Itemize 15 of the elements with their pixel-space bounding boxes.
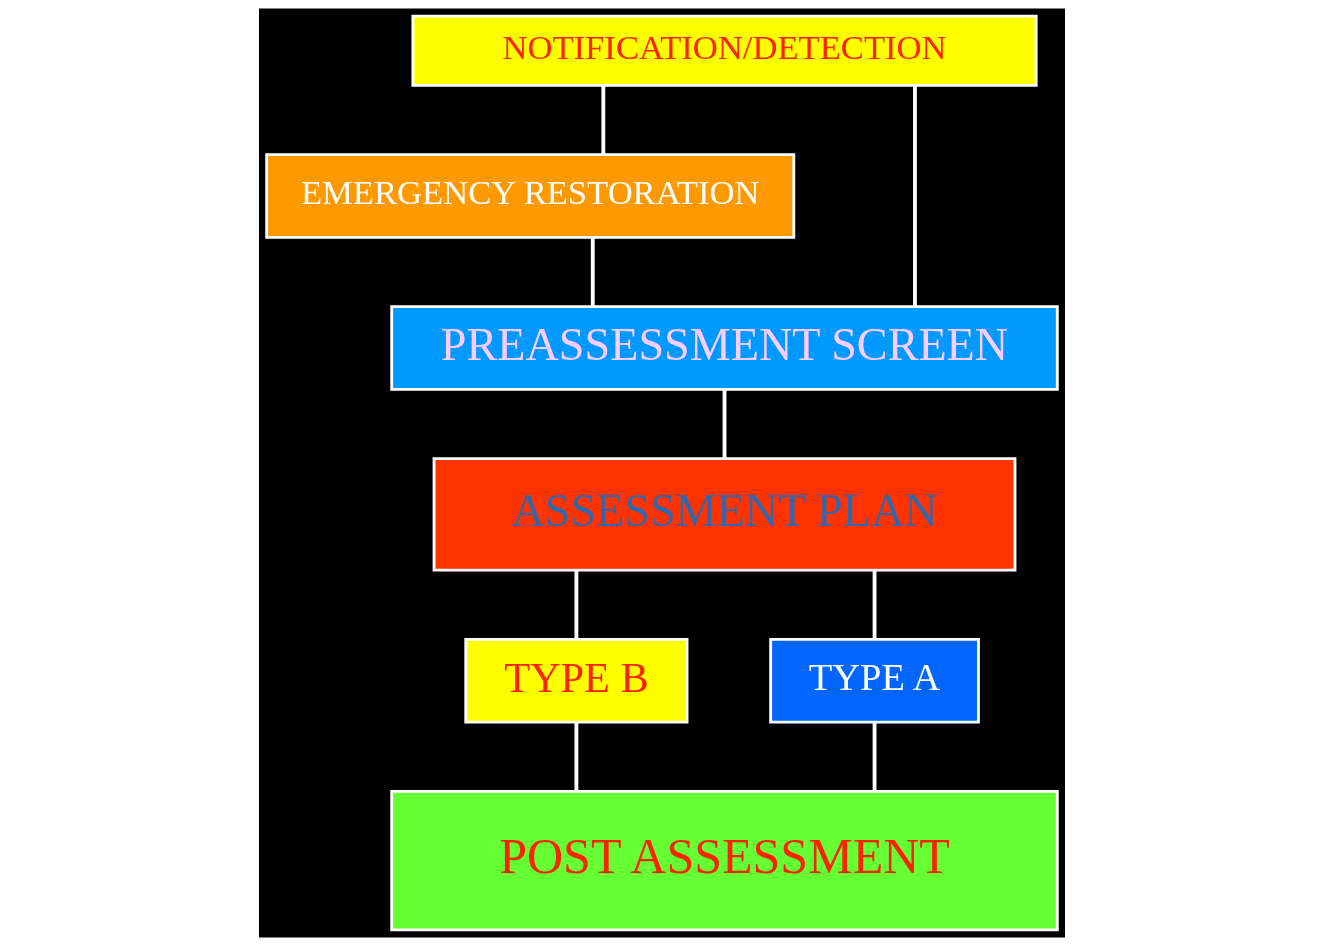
node-box: TYPE A bbox=[768, 637, 980, 724]
connector bbox=[722, 389, 726, 459]
node-box: POST ASSESSMENT bbox=[389, 789, 1059, 932]
node-box: ASSESSMENT PLAN bbox=[432, 457, 1016, 572]
node-box: NOTIFICATION/DETECTION bbox=[410, 14, 1038, 87]
node-box: PREASSESSMENT SCREEN bbox=[389, 305, 1059, 391]
connector bbox=[912, 85, 917, 307]
connector bbox=[600, 85, 605, 155]
node-box: EMERGENCY RESTORATION bbox=[264, 153, 795, 239]
connector bbox=[872, 722, 876, 791]
node-box: TYPE B bbox=[463, 637, 688, 724]
connector bbox=[590, 237, 595, 307]
connector bbox=[872, 570, 876, 640]
connector bbox=[573, 570, 578, 640]
connector bbox=[573, 722, 578, 791]
